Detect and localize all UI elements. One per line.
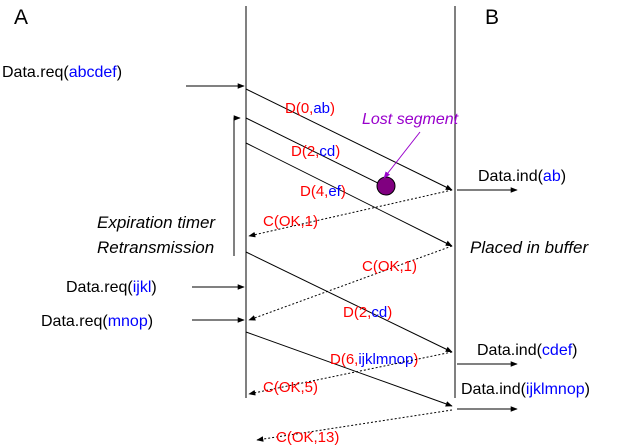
host-a-label: A [14,6,28,29]
ack-3-label: C(OK,5) [263,379,318,396]
data-ind-ab: Data.ind(ab) [478,168,566,185]
lost-segment-pointer [383,131,421,179]
data-ind-cdef: Data.ind(cdef) [477,342,578,359]
ack-4-arrow [256,409,453,442]
placed-in-buffer-note: Placed in buffer [470,238,589,257]
segment-d2-retx-arrow [245,251,453,353]
segment-d2-retx-label: D(2,cd) [343,304,392,321]
segment-d0-arrow [245,88,453,191]
timer-bracket [233,115,241,256]
ack-2-label: C(OK,1) [362,258,417,275]
data-req-mnop: Data.req(mnop) [41,313,153,330]
expiration-timer-note: Expiration timer [97,213,216,232]
ack-4-label: C(OK,13) [276,429,339,446]
segment-d2-arrow [245,117,385,187]
data-req-abcdef: Data.req(abcdef) [2,64,122,81]
segment-d4-arrow [245,142,453,247]
segment-d6-label: D(6,ijklmnop) [330,351,418,368]
segment-d6-arrow [245,331,453,407]
ack-1-label: C(OK,1) [263,213,318,230]
ack-3-arrow [248,351,453,396]
lost-segment-marker [376,176,396,196]
retransmission-note: Retransmission [97,238,214,257]
host-b-label: B [485,6,499,29]
lost-segment-label: Lost segment [362,111,459,128]
segment-d0-label: D(0,ab) [285,100,335,117]
ack-2-arrow [248,245,453,321]
segment-d4-label: D(4,ef) [300,183,346,200]
segment-d2-label: D(2,cd) [291,143,340,160]
data-ind-ijklmnop: Data.ind(ijklmnop) [461,381,590,398]
data-req-ijkl: Data.req(ijkl) [66,279,157,296]
ack-1-arrow [248,189,453,238]
